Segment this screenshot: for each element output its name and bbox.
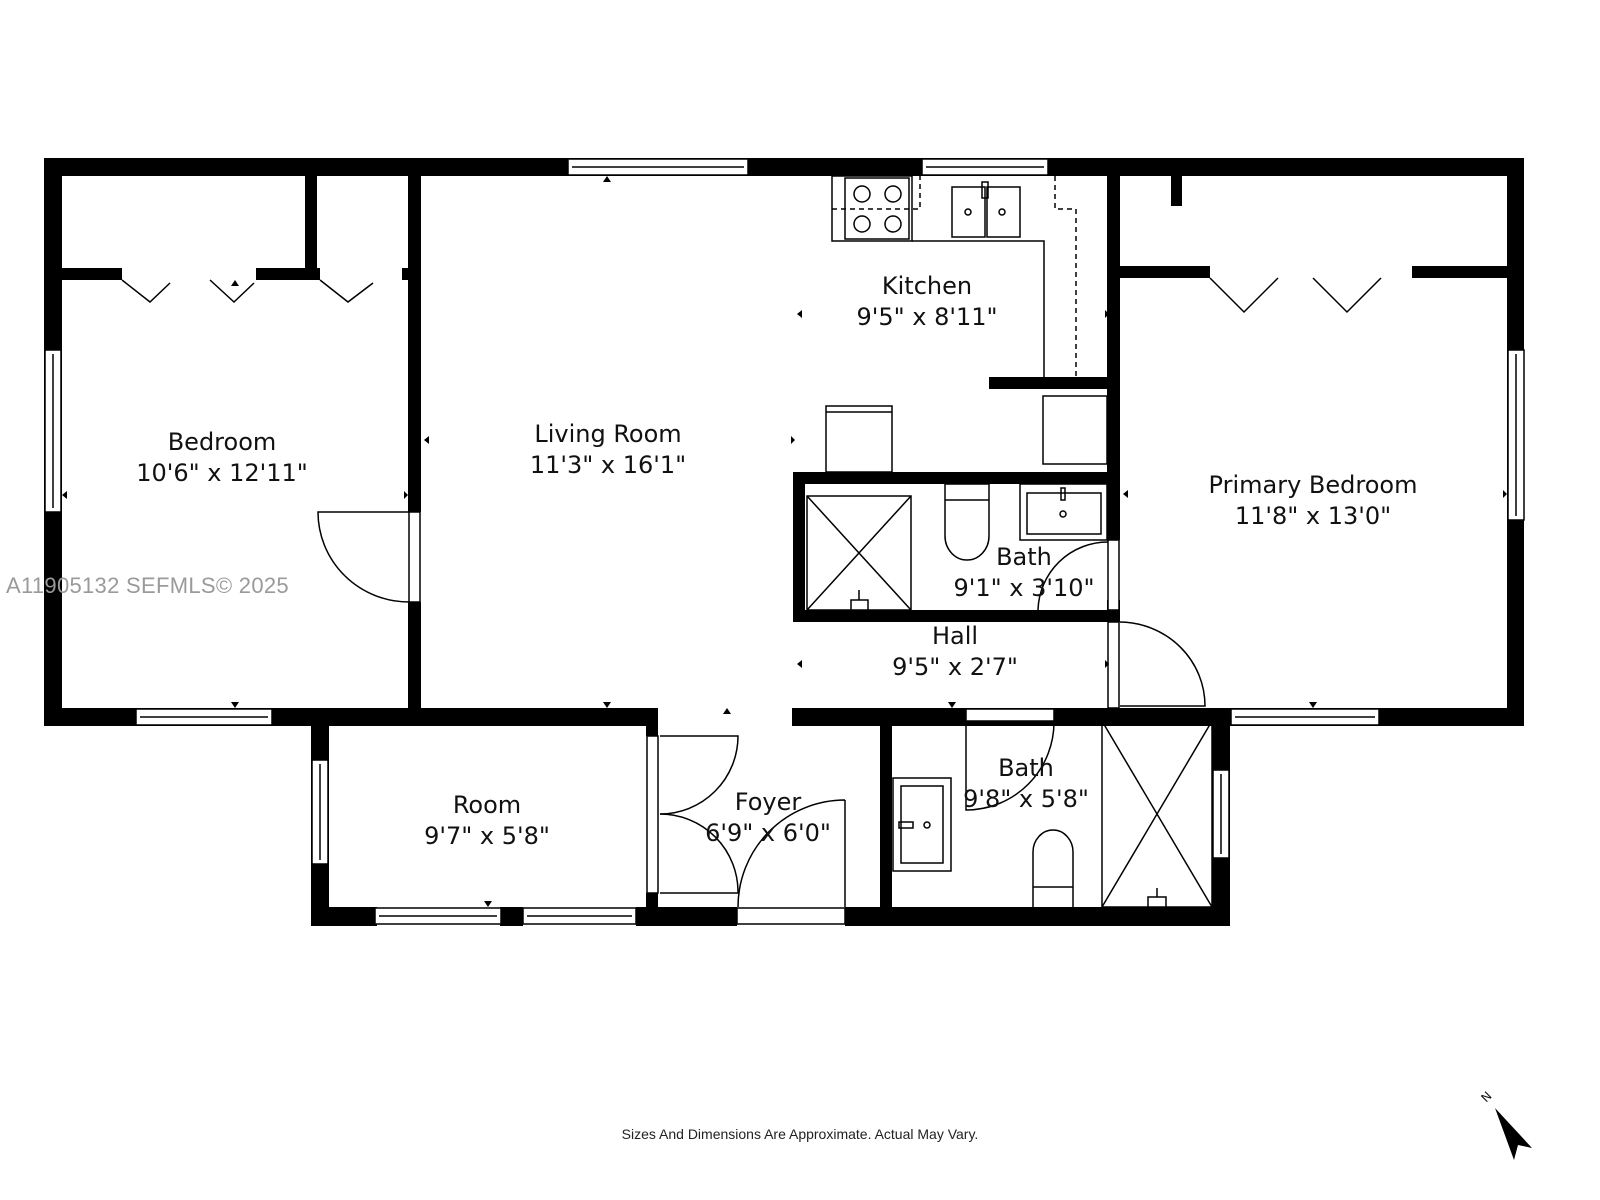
room-name: Room xyxy=(452,791,522,819)
room-name: Bath xyxy=(998,754,1054,782)
room-label-bath-1: Bath 9'1" x 3'10" xyxy=(953,542,1094,604)
room-label-kitchen: Kitchen 9'5" x 8'11" xyxy=(856,271,997,333)
room-label-foyer: Foyer 6'9" x 6'0" xyxy=(705,787,831,849)
room-name: Living Room xyxy=(534,420,682,448)
windows xyxy=(44,158,1525,925)
room-dimensions: 9'7" x 5'8" xyxy=(424,822,550,850)
fixtures xyxy=(806,175,1213,908)
room-label-hall: Hall 9'5" x 2'7" xyxy=(892,621,1018,683)
room-name: Foyer xyxy=(734,788,802,816)
dimension-markers xyxy=(62,176,1507,907)
room-dimensions: 9'5" x 2'7" xyxy=(892,653,1018,681)
room-label-primary-bedroom: Primary Bedroom 11'8" x 13'0" xyxy=(1209,470,1418,532)
room-name: Primary Bedroom xyxy=(1208,471,1418,499)
room-dimensions: 9'1" x 3'10" xyxy=(953,574,1095,602)
room-label-living-room: Living Room 11'3" x 16'1" xyxy=(530,419,686,481)
room-name: Hall xyxy=(931,622,979,650)
disclaimer-text: Sizes And Dimensions Are Approximate. Ac… xyxy=(621,1126,979,1142)
room-label-bath-2: Bath 9'8" x 5'8" xyxy=(963,753,1089,815)
doors xyxy=(121,277,1382,908)
room-dimensions: 11'3" x 16'1" xyxy=(529,451,687,479)
mls-watermark: A11905132 SEFMLS© 2025 xyxy=(6,573,289,598)
room-label-bedroom: Bedroom 10'6" x 12'11" xyxy=(136,427,308,489)
north-arrow-icon xyxy=(1495,1108,1532,1160)
room-name: Bedroom xyxy=(167,428,277,456)
room-dimensions: 11'8" x 13'0" xyxy=(1234,502,1392,530)
room-name: Bath xyxy=(996,543,1052,571)
room-dimensions: 9'8" x 5'8" xyxy=(963,785,1089,813)
room-dimensions: 9'5" x 8'11" xyxy=(856,303,998,331)
room-label-room: Room 9'7" x 5'8" xyxy=(424,790,550,852)
room-dimensions: 10'6" x 12'11" xyxy=(136,459,308,487)
compass: N xyxy=(1478,1088,1548,1168)
room-dimensions: 6'9" x 6'0" xyxy=(705,819,831,847)
room-name: Kitchen xyxy=(881,272,973,300)
